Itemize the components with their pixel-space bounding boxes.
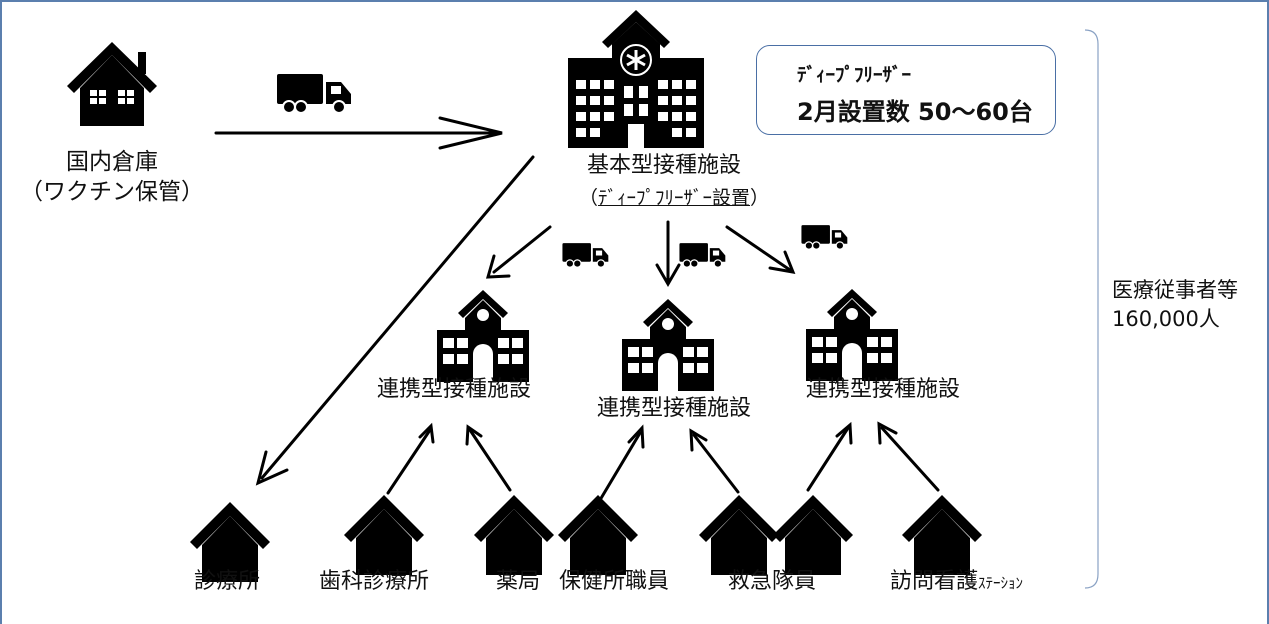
house-icon bbox=[699, 495, 779, 575]
deep-freezer-callout: ﾃﾞｨｰﾌﾟﾌﾘｰｻﾞｰ 2月設置数 50～60台 bbox=[756, 45, 1056, 135]
truck-icon bbox=[678, 242, 726, 268]
hospital-icon bbox=[566, 8, 706, 150]
facility-icon bbox=[437, 290, 529, 382]
callout-line2: 2月設置数 50～60台 bbox=[797, 98, 1033, 126]
endpoint-pharmacy: 薬局 bbox=[495, 569, 541, 594]
facility-icon bbox=[806, 289, 898, 381]
satellite-label: 連携型接種施設 bbox=[805, 377, 961, 402]
hub-name: 基本型接種施設 bbox=[586, 153, 742, 178]
hub-note: （ﾃﾞｨｰﾌﾟﾌﾘｰｻﾞｰ設置） bbox=[579, 184, 769, 212]
flow-arrows bbox=[214, 116, 940, 502]
house-icon bbox=[474, 495, 554, 575]
warehouse-name: 国内倉庫 bbox=[66, 149, 158, 175]
truck-icon bbox=[800, 224, 848, 250]
endpoint-home-nursing: 訪問看護 bbox=[890, 569, 979, 594]
satellite-label: 連携型接種施設 bbox=[376, 377, 532, 402]
hub-note-open: （ bbox=[578, 187, 598, 209]
hub-note-main: ﾃﾞｨｰﾌﾟﾌﾘｰｻﾞｰ設置 bbox=[597, 187, 751, 209]
truck-icon bbox=[276, 73, 352, 114]
house-icon bbox=[902, 495, 982, 575]
warehouse-house-icon bbox=[66, 41, 158, 127]
satellite-label: 連携型接種施設 bbox=[596, 396, 752, 421]
endpoint-clinic: 診療所 bbox=[193, 569, 261, 594]
callout-line1: ﾃﾞｨｰﾌﾟﾌﾘｰｻﾞｰ bbox=[797, 64, 912, 86]
warehouse-note: （ワクチン保管） bbox=[20, 179, 204, 205]
house-icon bbox=[558, 495, 638, 575]
endpoint-home-nursing-station: 訪問看護ｽﾃｰｼｮﾝ bbox=[890, 568, 1023, 597]
hub-note-close: ） bbox=[750, 187, 770, 209]
endpoint-ambulance-crew: 救急隊員 bbox=[727, 569, 817, 594]
truck-icon bbox=[561, 242, 609, 268]
house-icon bbox=[773, 495, 853, 575]
target-count: 160,000人 bbox=[1112, 307, 1220, 331]
house-icon bbox=[344, 495, 424, 575]
endpoint-health-center-staff: 保健所職員 bbox=[558, 569, 670, 594]
endpoint-home-nursing-suffix: ｽﾃｰｼｮﾝ bbox=[978, 574, 1024, 592]
endpoint-dental-clinic: 歯科診療所 bbox=[318, 569, 430, 594]
facility-icon bbox=[622, 299, 714, 391]
target-label: 医療従事者等 bbox=[1112, 278, 1238, 302]
target-bracket bbox=[1084, 29, 1099, 589]
